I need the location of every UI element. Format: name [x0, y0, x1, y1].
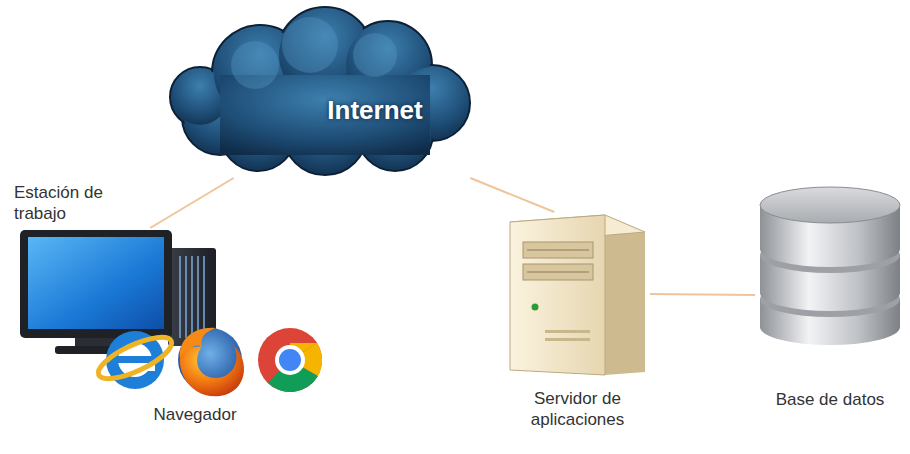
node-label: Servidor de aplicaciones [505, 388, 650, 430]
network-link [650, 294, 755, 295]
node-label: Base de datos [755, 389, 905, 410]
node-label: Estación de trabajo [14, 182, 126, 224]
cloud-node: Internet [160, 5, 480, 178]
network-link [470, 178, 554, 212]
workstation-node: Estación de trabajoNavegador [20, 228, 330, 432]
workstation-illustration [20, 228, 330, 432]
server-node: Servidor de aplicaciones [505, 212, 650, 440]
cloud-illustration [160, 5, 480, 178]
node-label: Navegador [130, 404, 260, 425]
network-link [150, 178, 233, 228]
database-node: Base de datos [755, 175, 905, 448]
cloud-label: Internet [295, 95, 455, 125]
